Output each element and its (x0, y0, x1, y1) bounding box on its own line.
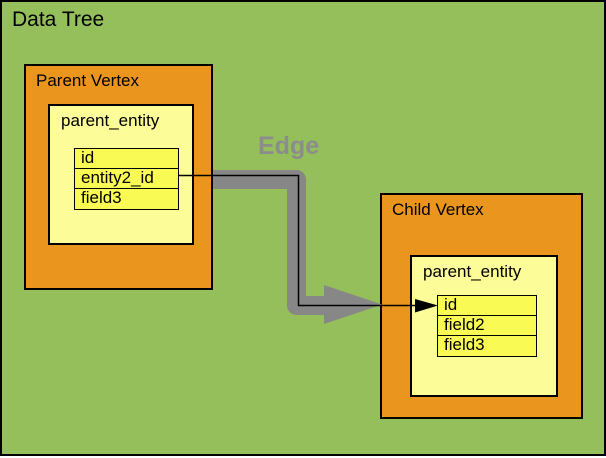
field-row-id: id (74, 148, 179, 170)
edge-line (213, 170, 325, 315)
parent-vertex-label: Parent Vertex (36, 71, 140, 90)
edge-arrowhead-icon (324, 285, 382, 324)
child-entity-name: parent_entity (423, 262, 522, 281)
parent-entity-field-table: id entity2_id field3 (74, 148, 179, 210)
field-row-id: id (437, 295, 537, 317)
child-entity-field-table: id field2 field3 (437, 295, 537, 357)
parent-vertex-box: Parent Vertex parent_entity id entity2_i… (24, 64, 213, 290)
child-entity-box: parent_entity id field2 field3 (410, 255, 558, 397)
edge-label: Edge (258, 132, 320, 160)
child-vertex-label: Child Vertex (392, 200, 484, 219)
parent-entity-name: parent_entity (61, 111, 160, 130)
field-row-field2: field2 (437, 315, 537, 337)
field-row-entity2-id: entity2_id (74, 168, 179, 190)
child-vertex-box: Child Vertex parent_entity id field2 fie… (380, 193, 583, 419)
parent-entity-box: parent_entity id entity2_id field3 (48, 104, 194, 245)
field-row-field3: field3 (74, 188, 179, 210)
field-row-field3: field3 (437, 335, 537, 357)
diagram-title: Data Tree (12, 8, 105, 31)
